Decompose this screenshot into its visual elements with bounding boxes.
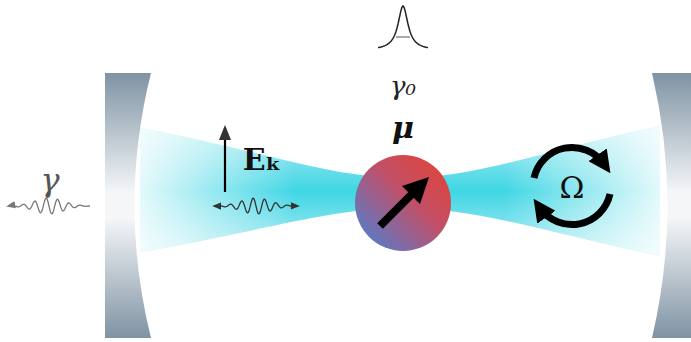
field-wavepacket — [214, 198, 298, 214]
lorentzian-curve — [378, 6, 428, 48]
particle-sphere — [355, 155, 451, 251]
loss-rate-label: γ — [40, 164, 59, 196]
field-label: Eₖ — [243, 145, 282, 175]
loss-wavepacket — [8, 198, 90, 214]
beam-fade — [140, 126, 660, 256]
right-mirror — [652, 73, 691, 338]
linewidth-label: γ₀ — [390, 73, 416, 99]
dipole-arrow — [380, 186, 420, 226]
linewidth-marker — [396, 37, 410, 38]
dipole-label: μ — [392, 113, 414, 143]
rotation-label: Ω — [560, 173, 585, 203]
cavity-beam — [140, 126, 660, 256]
left-mirror — [105, 73, 151, 338]
field-arrow — [224, 128, 226, 192]
